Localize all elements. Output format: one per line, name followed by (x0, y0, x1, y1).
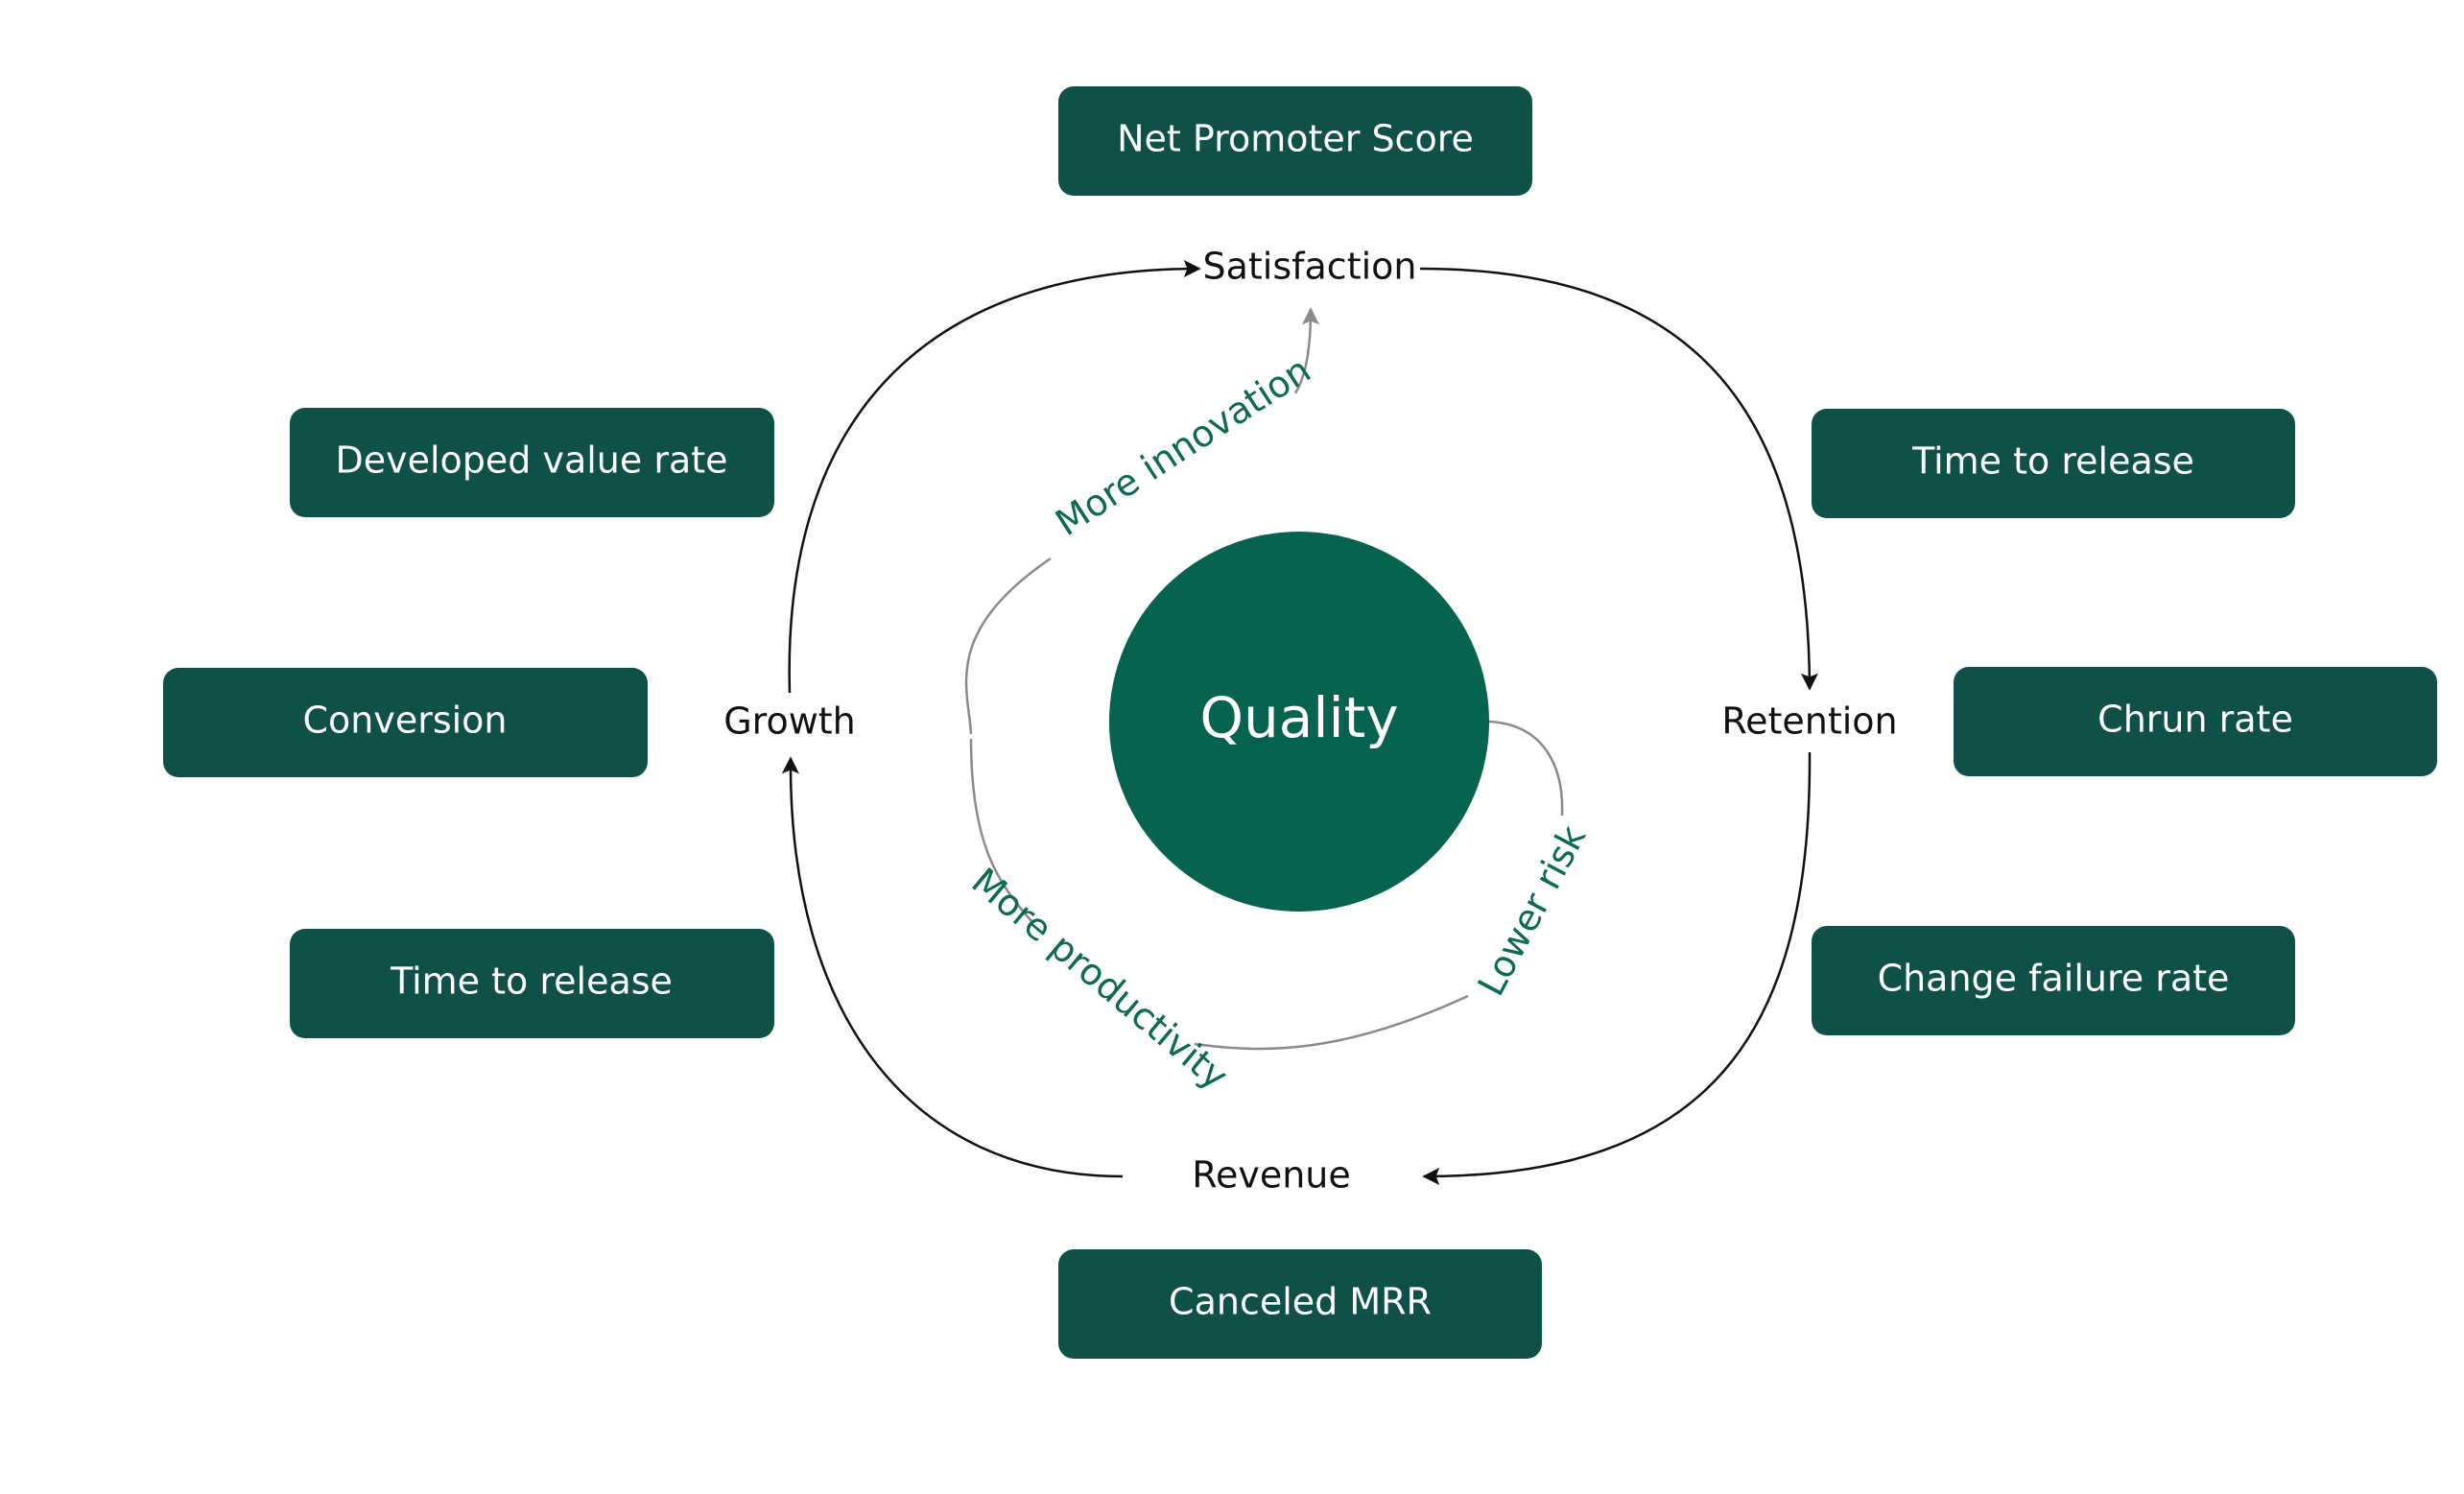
metric-box-net-promoter-score: Net Promoter Score (1058, 86, 1532, 196)
metric-box-developed-value-rate: Developed value rate (290, 408, 774, 517)
svg-text:Time to release: Time to release (390, 960, 673, 1003)
svg-text:Time to release: Time to release (1911, 440, 2194, 483)
svg-text:Chrun rate: Chrun rate (2097, 699, 2293, 741)
svg-text:Developed value rate: Developed value rate (335, 439, 727, 482)
arc-innovation-arrow (1293, 307, 1319, 394)
cycle-label-growth: Growth (723, 700, 856, 743)
cycle-label-satisfaction: Satisfaction (1202, 246, 1416, 288)
arc-bottom-inner (1194, 994, 1469, 1051)
arc-retention-to-revenue (1422, 751, 1812, 1185)
svg-text:Conversion: Conversion (302, 700, 507, 742)
inner-label-risk: Lower risk (1470, 818, 1595, 1003)
metric-box-time-to-release-right: Time to release (1812, 409, 2295, 518)
arc-risk (1488, 720, 1564, 817)
metric-box-time-to-release-left: Time to release (290, 929, 774, 1038)
metric-box-change-failure-rate: Change failure rate (1812, 926, 2295, 1035)
arc-growth-to-satisfaction (788, 260, 1201, 694)
svg-text:Canceled MRR: Canceled MRR (1169, 1281, 1432, 1323)
inner-label-innovation: More innovation (1048, 348, 1317, 544)
quality-circle (1109, 532, 1489, 912)
svg-text:Net Promoter Score: Net Promoter Score (1117, 118, 1474, 160)
cycle-label-retention: Retention (1721, 700, 1897, 743)
arc-innovation (964, 557, 1052, 735)
svg-text:Change failure rate: Change failure rate (1878, 958, 2230, 1000)
quality-label: Quality (1199, 685, 1398, 750)
metric-box-canceled-mrr: Canceled MRR (1058, 1249, 1542, 1359)
arc-productivity (969, 738, 1032, 922)
arc-satisfaction-to-retention (1419, 267, 1818, 691)
metric-box-chrun-rate: Chrun rate (1954, 667, 2437, 776)
cycle-label-revenue: Revenue (1192, 1154, 1351, 1197)
metric-box-conversion: Conversion (163, 668, 648, 777)
arc-revenue-to-growth (781, 756, 1124, 1178)
inner-label-productivity: More productivity (964, 860, 1237, 1098)
